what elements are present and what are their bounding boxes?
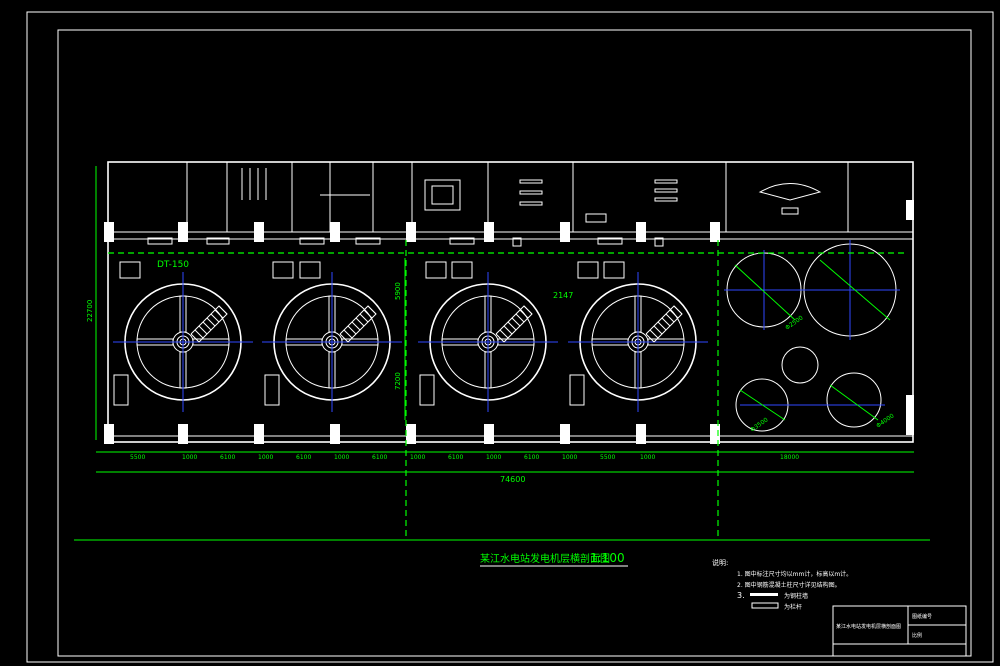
legend-2: 为栏杆 (784, 603, 802, 611)
generator-unit-1 (113, 272, 253, 412)
drawing-scale: 1:100 (590, 551, 625, 565)
generator-units (113, 272, 708, 412)
service-bay (724, 240, 900, 432)
note-1: 1. 图中标注尺寸均以mm计，标高以m计。 (737, 570, 852, 578)
bottom-dim-3: 6100 (220, 454, 235, 461)
bottom-dim-14: 1000 (640, 454, 655, 461)
drawing-title: 某江水电站发电机层横剖面图 (480, 552, 610, 565)
bay-dim-3: Φ4000 (875, 412, 896, 429)
overall-height-dim: 22700 (86, 300, 94, 322)
bottom-dim-12: 1000 (562, 454, 577, 461)
building-outline (107, 161, 914, 443)
mid-mark: 2147 (553, 291, 573, 300)
columns (104, 200, 914, 444)
bottom-dim-6: 1000 (334, 454, 349, 461)
bottom-dims: 5500 1000 6100 1000 6100 1000 6100 1000 6100 1000… (130, 454, 799, 461)
note-3: 3. (737, 591, 745, 600)
bottom-dim-15: 18000 (780, 454, 799, 461)
generator-unit-3 (418, 272, 558, 412)
upper-height-dim: 5900 (394, 282, 402, 300)
sheet-outer-border (26, 11, 994, 663)
sheet-inner-border (57, 29, 972, 657)
lower-height-dim: 7200 (394, 372, 402, 390)
bottom-dim-11: 6100 (524, 454, 539, 461)
notes-header: 说明: (712, 558, 728, 567)
legend-1: 为钢柱墙 (784, 592, 808, 600)
bottom-dim-2: 1000 (182, 454, 197, 461)
bottom-dim-1: 5500 (130, 454, 145, 461)
title-block-scale: 比例 (912, 632, 922, 639)
note-2: 2. 图中钢筋混凝土柱尺寸详见结构图。 (737, 581, 841, 589)
bottom-dim-8: 1000 (410, 454, 425, 461)
bottom-dim-10: 1000 (486, 454, 501, 461)
overall-width-dim: 74600 (500, 475, 525, 484)
bottom-dim-9: 6100 (448, 454, 463, 461)
bottom-dim-5: 6100 (296, 454, 311, 461)
axis-grid (74, 166, 930, 541)
bottom-dim-7: 6100 (372, 454, 387, 461)
generator-unit-2 (262, 272, 402, 412)
title-block: 某江水电站发电机层横剖面图 图纸编号 比例 (832, 605, 967, 657)
generator-unit-4 (568, 272, 708, 412)
title-block-number: 图纸编号 (912, 613, 932, 620)
title-block-name: 某江水电站发电机层横剖面图 (836, 623, 901, 630)
bottom-dim-13: 5500 (600, 454, 615, 461)
bay-dim-1: Φ2500 (784, 314, 805, 331)
bottom-dim-4: 1000 (258, 454, 273, 461)
generator-label: DT-150 (157, 260, 189, 270)
